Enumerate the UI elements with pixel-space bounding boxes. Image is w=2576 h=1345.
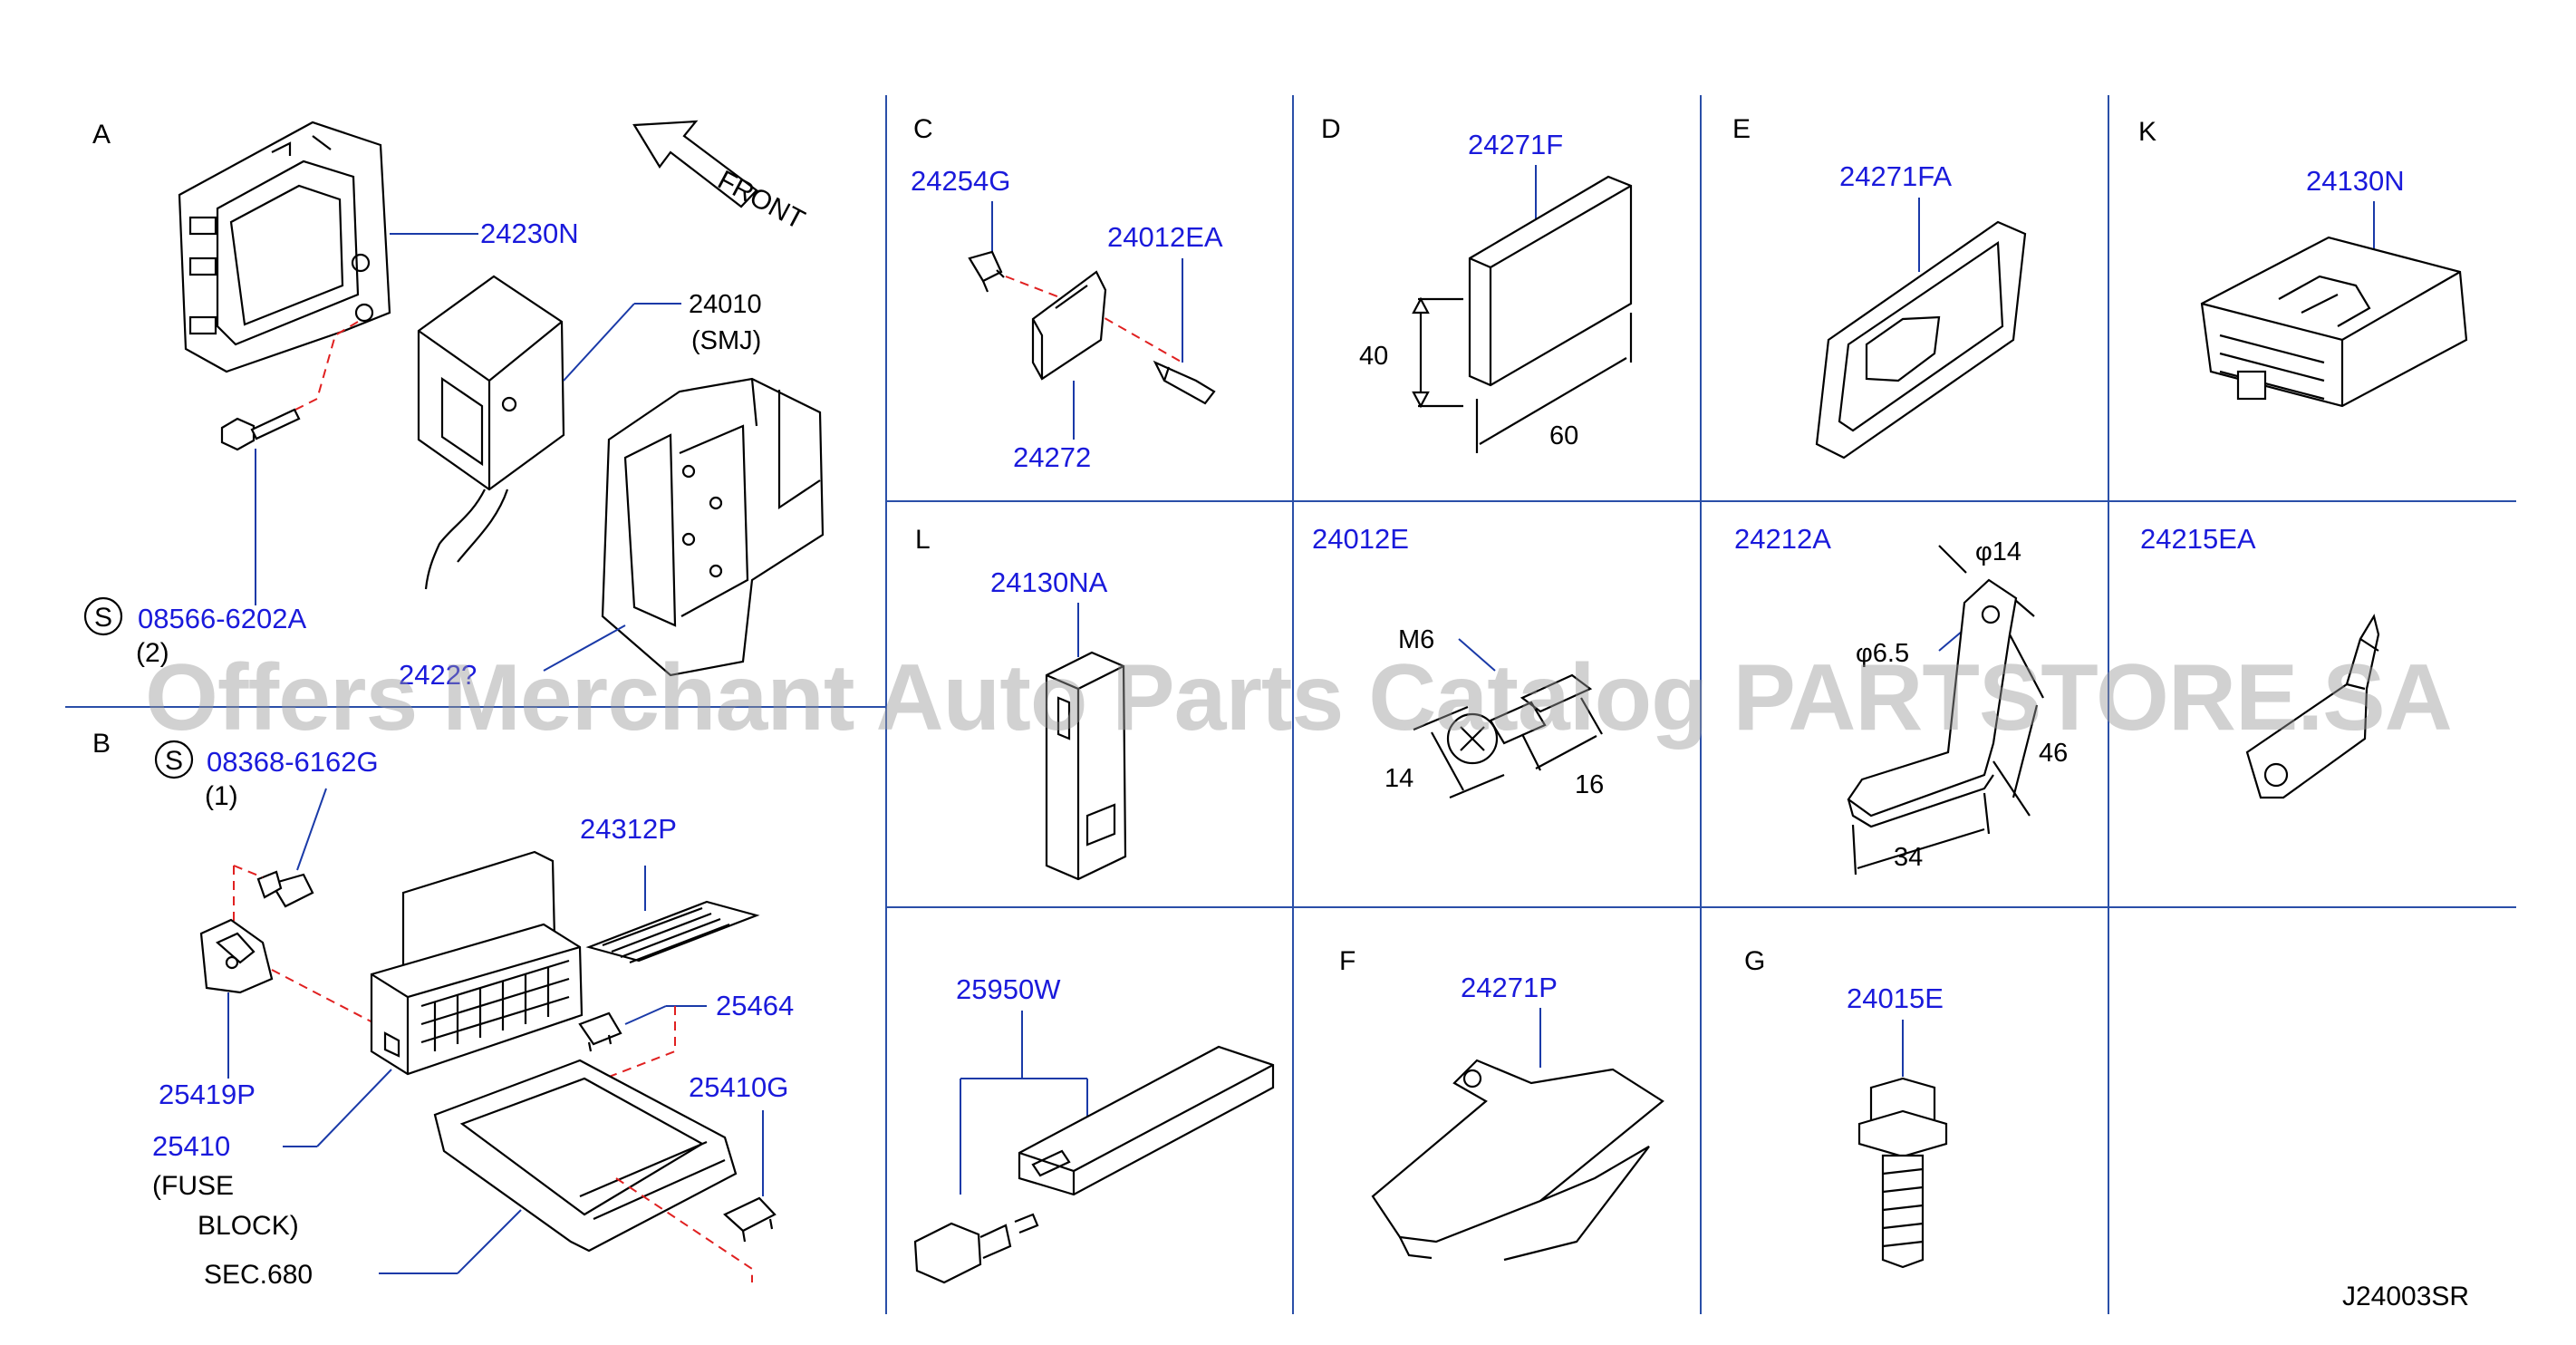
section-c: C 24254G 24012EA 24272 [911, 114, 1223, 473]
section-d: D 24271F 40 60 [1321, 114, 1633, 453]
dim-phi6-5: φ6.5 [1856, 639, 1909, 668]
section-letter-f: F [1339, 946, 1356, 976]
part-number-25419p: 25419P [159, 1079, 256, 1110]
bracket-24212a-drawing [1847, 578, 2018, 828]
dim-46: 46 [2039, 739, 2068, 768]
part-number-24271fa: 24271FA [1839, 160, 1952, 192]
dim-60: 60 [1549, 421, 1578, 450]
s-mark-a: S [94, 603, 112, 633]
dim-phi14: φ14 [1975, 537, 2021, 566]
section-letter-a: A [92, 120, 111, 150]
fuse-card-24312p-drawing [585, 900, 760, 964]
fuse-label-line2: BLOCK) [198, 1211, 299, 1241]
fuse-label-line1: (FUSE [152, 1171, 234, 1201]
front-label: FRONT [713, 165, 810, 236]
part-number-24130na: 24130NA [990, 566, 1108, 598]
part-number-24215ea: 24215EA [2140, 523, 2256, 555]
part-number-25950w: 25950W [956, 973, 1061, 1005]
control-unit-24010-drawing [417, 275, 565, 590]
dim-14: 14 [1384, 764, 1413, 793]
part-number-25410g: 25410G [689, 1071, 788, 1103]
part-number-24271p: 24271P [1461, 972, 1558, 1003]
clip-25419p-drawing [199, 918, 274, 994]
watermark-text: Offers Merchant Auto Parts Catalog PARTS… [145, 645, 2452, 750]
front-arrow-icon: FRONT [632, 120, 810, 236]
part-number-24130n: 24130N [2306, 165, 2405, 197]
section-25950w: 25950W [913, 973, 1275, 1284]
qty-a: (2) [136, 638, 169, 668]
part-number-08368-6162g: 08368-6162G [207, 746, 379, 778]
part-number-24271f: 24271F [1468, 129, 1563, 160]
fuse-block-25410-drawing [370, 850, 584, 1076]
clip-24254g-drawing [968, 250, 1005, 293]
section-letter-b: B [92, 729, 111, 759]
section-g: G 24015E [1744, 946, 1948, 1269]
section-24215ea: 24215EA [2140, 523, 2380, 799]
clip-25410g-drawing [723, 1196, 777, 1243]
part-number-24012e: 24012E [1312, 523, 1409, 555]
part-number-24312p: 24312P [580, 813, 677, 845]
section-letter-l: L [915, 525, 931, 555]
section-e: E 24271FA [1732, 114, 2027, 460]
smj-label: (SMJ) [691, 326, 761, 355]
part-number-24010: 24010 [689, 290, 762, 319]
section-b: B S 08368-6162G (1) 25419P [92, 729, 794, 1290]
s-mark-icon-b [154, 740, 194, 779]
pad-24271f-drawing [1468, 175, 1633, 387]
dim-m6: M6 [1398, 625, 1434, 654]
bracket-2422x-drawing [601, 377, 825, 677]
part-number-08566-6202a: 08566-6202A [138, 603, 306, 634]
bolt-08566-drawing [220, 408, 301, 451]
s-mark-icon [83, 596, 123, 636]
part-number-24230n: 24230N [480, 218, 579, 249]
part-number-24012ea: 24012EA [1107, 221, 1223, 253]
section-24012e: 24012E M6 14 16 [1312, 523, 1604, 799]
section-grid [65, 95, 2516, 1314]
section-letter-d: D [1321, 114, 1341, 144]
harness-25950w-drawing [913, 1045, 1275, 1284]
section-letter-k: K [2138, 117, 2156, 147]
connector-24130n-drawing [2200, 236, 2468, 408]
dim-40: 40 [1359, 342, 1388, 371]
tray-sec680-drawing [433, 1059, 738, 1253]
dim-16: 16 [1575, 770, 1604, 799]
part-number-25410: 25410 [152, 1130, 230, 1162]
bolt-24012e-drawing [1446, 673, 1593, 765]
bracket-24230n-drawing [178, 121, 391, 373]
part-number-24212a: 24212A [1734, 523, 1831, 555]
terminal-24130na-drawing [1045, 651, 1127, 881]
section-f: F 24271P [1339, 946, 1664, 1262]
bolt-24015e-drawing [1857, 1077, 1948, 1269]
section-letter-c: C [913, 114, 933, 144]
section-l: L 24130NA [915, 525, 1127, 881]
part-number-25464: 25464 [716, 990, 794, 1021]
bracket-24215ea-drawing [2245, 614, 2380, 799]
section-a: A FRONT 24230N S 08566-6202A [83, 120, 825, 691]
bracket-24271p-drawing [1371, 1059, 1664, 1262]
section-letter-e: E [1732, 114, 1751, 144]
qty-b: (1) [205, 781, 238, 811]
section-k: K 24130N [2138, 117, 2468, 408]
section-letter-g: G [1744, 946, 1765, 976]
screw-08368-drawing [256, 870, 314, 908]
s-mark-b: S [165, 746, 183, 776]
section-24212a: 24212A φ14 φ6.5 46 34 [1734, 523, 2068, 876]
part-number-2422x: 2422? [399, 659, 477, 691]
drawing-code: J24003SR [2342, 1282, 2469, 1311]
part-number-24254g: 24254G [911, 165, 1010, 197]
bracket-24272-drawing [1031, 270, 1107, 381]
sec-label: SEC.680 [204, 1260, 313, 1290]
part-number-24015e: 24015E [1847, 982, 1944, 1014]
dim-34: 34 [1894, 843, 1923, 872]
bolt-24012ea-drawing [1153, 360, 1216, 405]
gasket-24271fa-drawing [1815, 220, 2027, 460]
part-number-24272: 24272 [1013, 441, 1091, 473]
fuse-25464-drawing [578, 1011, 622, 1052]
